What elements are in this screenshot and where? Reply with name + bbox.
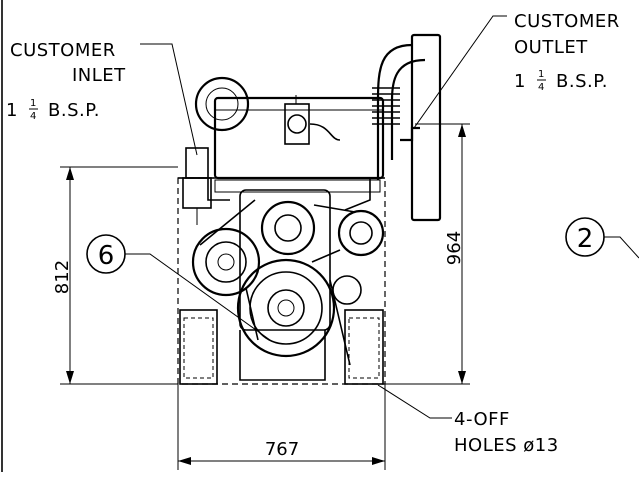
belt-segment-5 [329,279,351,366]
water-pump-pulley [260,200,316,256]
exhaust-bend [376,43,413,180]
manifold-rail [214,179,381,193]
manifold-pipe-right [344,178,371,211]
customer-outlet-size-unit: B.S.P. [556,71,608,92]
customer-outlet-label-line1: CUSTOMER [514,11,620,32]
customer-inlet-size-unit: B.S.P. [48,100,100,121]
alternator-hub [217,253,235,271]
holes-leader-line [377,384,452,419]
dim-767-arrow-right [372,457,385,465]
overflow-pipe [309,123,341,141]
left-foot [179,309,218,385]
crankshaft-bolt [277,299,295,317]
customer-inlet-size-whole: 1 [6,100,18,121]
filler-cap-ring [287,114,307,134]
belt-segment-1 [199,199,256,246]
turbo-inner [205,87,239,121]
dim-812-arrow-bottom [66,371,74,384]
crankshaft-pulley [236,258,336,358]
dim-812-arrow-top [66,167,74,180]
customer-inlet-label-line1: CUSTOMER [10,40,116,61]
belt-segment-4 [311,249,341,263]
inlet-fraction-den: 4 [30,111,36,122]
heat-exchanger-tank [213,96,385,180]
outlet-leader-line [413,15,507,129]
balloon-6-number: 6 [98,241,115,271]
crankshaft-hub [267,289,305,327]
dim-964-arrow-top [458,124,466,137]
turbo-housing [194,76,250,132]
outlet-elbow [400,126,420,142]
engine-body [177,33,442,385]
balloon-6-leader [125,253,271,341]
dim-767-arrow-left [178,457,191,465]
fuel-filter [332,275,362,305]
inlet-fraction-num: 1 [30,98,36,109]
outlet-fraction-num: 1 [538,69,544,80]
base-frame-outline [177,177,386,385]
dim-812-value: 812 [52,260,73,294]
holes-label-line1: 4-OFF [454,409,510,430]
filler-cap [284,103,310,145]
customer-inlet-label-line2: INLET [72,65,126,86]
alternator [191,227,261,297]
holes-label-line2: HOLES ø13 [454,435,559,456]
manifold-pipe-left [207,178,230,201]
engine-block [239,189,331,331]
inlet-housing [182,177,212,209]
right-foot-inner [348,317,380,379]
customer-outlet-size-whole: 1 [514,71,526,92]
oil-sump [239,330,326,381]
inlet-leader-line [140,43,198,156]
exhaust-bend-inner [390,58,426,160]
belt-segment-2 [245,287,259,341]
right-pulley-hub [349,221,373,245]
customer-outlet-label-line2: OUTLET [514,37,588,58]
dim-964-value: 964 [444,231,465,265]
right-pulley [337,209,385,257]
exhaust-bellows [372,87,400,125]
dim-767-value: 767 [265,439,299,460]
outlet-fraction-den: 4 [538,82,544,93]
inlet-pipe [185,147,209,179]
water-pump-hub [274,214,302,242]
left-foot-inner [183,317,214,379]
alternator-pulley [205,241,247,283]
belt-segment-3 [313,204,356,213]
balloon-2-number: 2 [577,224,594,254]
crankshaft-pulley-inner [249,271,323,345]
right-foot [344,309,384,385]
balloon-2-leader [604,236,639,259]
dim-964-arrow-bottom [458,371,466,384]
